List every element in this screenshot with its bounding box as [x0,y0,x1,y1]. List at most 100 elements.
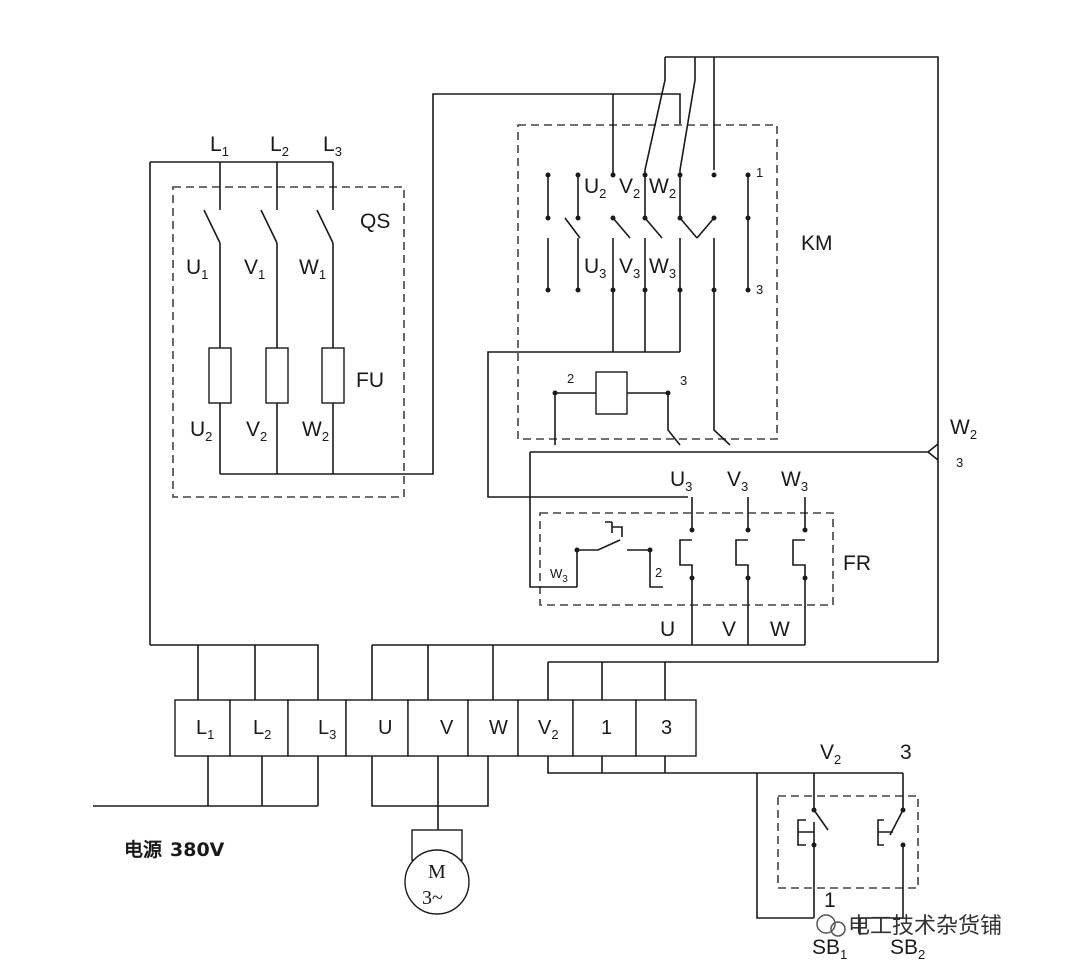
supply-feed-wires [150,644,319,700]
fr-output-label-u: U [660,618,675,641]
fr-contact-right-label: 2 [655,565,662,580]
motor-phase: 3~ [422,887,443,909]
supply-label-l2: L2 [270,133,289,159]
terminal-u [345,699,409,757]
terminal-label-l3: L3 [318,717,336,742]
qs-phase-2-wire [260,162,278,474]
fuse-3-icon [321,347,345,404]
terminal-label-l2: L2 [253,717,271,742]
fuse-out-label-u2: U2 [190,418,212,444]
fr-output-label-v: V [722,618,736,641]
w2-bus-wire [530,443,939,461]
fr-nc-actuator-icon [605,521,623,537]
km-bottom-label-w3: W3 [649,255,676,281]
km-coil-wire [554,392,681,446]
sb-top-left-label: V2 [820,741,841,767]
fuse-out-label-w2: W2 [302,418,329,444]
sb-section: V2 3 1 SB1 SB2 [777,741,925,962]
w2-node-note: 3 [956,455,963,470]
fr-input-label-u3: U3 [670,468,692,494]
lower-wiring [93,756,903,919]
km-aux-wire [696,57,731,446]
qs-phase-3-wire [316,162,334,474]
terminal-v2 [517,699,574,757]
km-coil-left-label: 2 [567,371,574,386]
watermark-text: 电工技术杂货铺 [848,914,1002,939]
terminal-v [407,699,469,757]
motor-symbol: M [428,861,446,883]
fr-input-label-v3: V3 [727,468,748,494]
km-phase-w-wire [679,57,698,352]
watermark: 电工技术杂货铺 [816,914,1002,939]
sb2-label: SB2 [890,936,925,962]
terminal-l2 [229,699,289,757]
terminal-label-3: 3 [661,717,672,739]
qs-section: QS L1 L2 L3 U1 V1 W1 FU U2 V2 W2 [149,93,681,645]
w2-node: W2 3 [530,416,977,470]
switch-label-u1: U1 [186,256,208,282]
switch-label-w1: W1 [299,256,326,282]
qs-phase-1-wire [203,162,221,474]
supply-label-l3: L3 [323,133,342,159]
fr-heater-w [792,497,806,645]
km-bottom-label-u3: U3 [584,255,606,281]
km-top-return-wire [665,56,939,662]
motor-feed-wires [371,644,805,700]
km-section: KM U 2 V2 W2 1 U3 V3 W3 3 2 3 [487,56,939,662]
qs-enclosure [172,186,405,498]
fuse-2-icon [265,347,289,404]
km-enclosure [517,124,778,440]
sb2-button-icon [877,819,893,846]
sb-bottom-mid-label: 1 [824,889,836,912]
power-input-wires [93,756,319,807]
km-coil-icon [595,371,628,415]
w2-node-label: W2 [950,416,977,442]
switch-label-v1: V1 [244,256,265,282]
terminal-label-1: 1 [601,717,612,739]
control-output-wires [547,756,903,919]
sb2-contact [859,773,904,935]
fr-enclosure [539,512,834,606]
fr-contact-left-label: W3 [550,566,568,585]
fu-label: FU [356,369,384,392]
km-aux-top-label: 1 [756,165,763,180]
watermark-logo-icon [816,914,836,934]
sb1-contact [813,773,829,918]
terminal-feed-wires [150,644,938,700]
fr-heater-u [679,497,693,645]
fuse-1-icon [208,347,232,404]
km-phase-u-wire [612,94,631,352]
fr-output-label-w: W [770,618,790,641]
qs-label: QS [360,210,390,233]
control-feed-wires [547,661,938,700]
terminal-label-w: W [489,717,508,739]
km-top-label-w2: W2 [649,175,676,201]
qs-output-bus [220,93,681,475]
fuse-out-label-v2: V2 [246,418,267,444]
fr-nc-contact [529,452,663,588]
terminal-3 [635,699,697,757]
terminal-label-v2: V2 [538,717,559,742]
fr-section: FR U3 V3 W3 W3 2 U V W [529,452,871,645]
motor: M 3~ [404,829,470,915]
terminal-strip: L1 L2 L3 U V W V2 1 3 [174,699,697,757]
km-left-contacts [547,175,581,290]
km-coil-right-label: 3 [680,373,687,388]
fr-input-label-w3: W3 [781,468,808,494]
terminal-l3 [287,699,347,757]
terminal-w [467,699,519,757]
km-label: KM [801,232,833,255]
km-top-label-v2: V2 [619,175,640,201]
fr-label: FR [843,552,871,575]
km-coil-feed-wire [487,351,688,498]
sb-enclosure [777,795,919,889]
sb-top-right-label: 3 [900,741,912,764]
terminal-label-v: V [440,717,454,739]
terminal-1 [572,699,637,757]
km-aux-bottom-label: 3 [756,282,763,297]
km-bottom-label-v3: V3 [619,255,640,281]
terminal-l1 [174,699,231,757]
sb1-label: SB1 [812,936,847,962]
sb1-button-icon [797,819,814,846]
